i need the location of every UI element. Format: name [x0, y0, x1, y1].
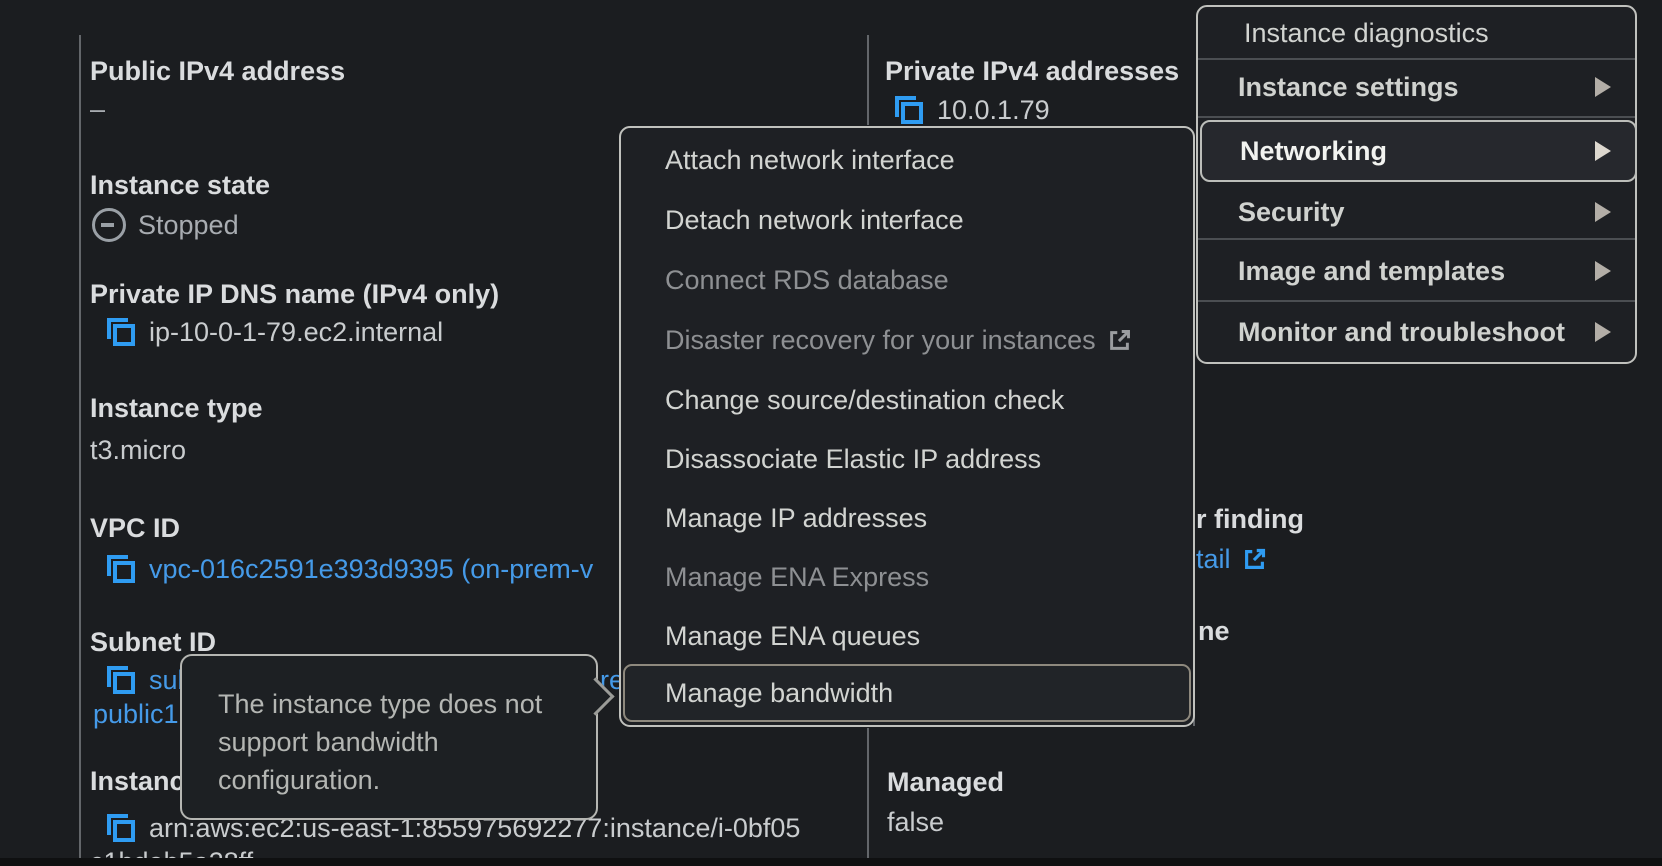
subnet-id-link-fragment-wrap[interactable]: public1 [93, 699, 179, 729]
copy-icon[interactable] [893, 94, 925, 126]
submenu-item-label: Manage bandwidth [665, 677, 894, 708]
submenu-item-label: Change source/destination check [665, 385, 1065, 415]
menu-item-label: Instance settings [1238, 71, 1459, 102]
submenu-item-label: Manage IP addresses [665, 503, 928, 533]
private-dns-value: ip-10-0-1-79.ec2.internal [149, 317, 444, 347]
detail-link-fragment[interactable]: tail [1196, 544, 1231, 574]
tooltip-line: configuration. [218, 765, 381, 795]
vpc-id-link[interactable]: vpc-016c2591e393d9395 (on-prem-v [149, 554, 594, 584]
instance-type-value: t3.micro [90, 435, 187, 465]
submenu-arrow-icon [1595, 322, 1611, 342]
submenu-arrow-icon [1595, 141, 1611, 161]
submenu-arrow-icon [1595, 77, 1611, 97]
instance-state-label: Instance state [90, 170, 271, 200]
subnet-id-label: Subnet ID [90, 627, 216, 657]
submenu-item-label: Disaster recovery for your instances [665, 325, 1096, 355]
stopped-circle-icon [92, 208, 126, 242]
menu-separator [1198, 116, 1635, 118]
bandwidth-tooltip: The instance type does not support bandw… [180, 654, 615, 820]
managed-value: false [887, 807, 945, 837]
submenu-item-connect-rds-database: Connect RDS database [665, 263, 1173, 297]
menu-item-monitor-and-troubleshoot[interactable]: Monitor and troubleshoot [1198, 308, 1635, 356]
submenu-item-attach-network-interface[interactable]: Attach network interface [665, 143, 1173, 177]
public-ipv4-value: – [90, 94, 106, 124]
detail-link-row: tail [1196, 543, 1268, 575]
submenu-item-label: Detach network interface [665, 205, 964, 235]
column-divider-mid-lower [867, 728, 869, 866]
submenu-item-change-source-dest-check[interactable]: Change source/destination check [665, 383, 1173, 417]
menu-item-label: Image and templates [1238, 255, 1506, 286]
external-link-icon [1244, 548, 1265, 569]
submenu-item-manage-ena-queues[interactable]: Manage ENA queues [665, 619, 1173, 653]
submenu-item-manage-ip-addresses[interactable]: Manage IP addresses [665, 501, 1173, 535]
menu-item-security[interactable]: Security [1198, 188, 1635, 236]
menu-item-label: Instance diagnostics [1244, 17, 1489, 48]
bottom-edge [0, 858, 1662, 866]
menu-item-networking[interactable]: Networking [1200, 120, 1637, 182]
submenu-item-label: Manage ENA Express [665, 562, 930, 592]
private-ipv4-addresses-value-row: 10.0.1.79 [893, 94, 1050, 126]
vpc-id-value-row: vpc-016c2591e393d9395 (on-prem-v [105, 553, 593, 585]
copy-icon[interactable] [105, 664, 137, 696]
submenu-item-disaster-recovery: Disaster recovery for your instances [665, 323, 1173, 357]
networking-submenu: Attach network interface Detach network … [619, 126, 1195, 727]
managed-label: Managed [887, 767, 1005, 797]
tooltip-line: The instance type does not [218, 689, 543, 719]
private-dns-label: Private IP DNS name (IPv4 only) [90, 279, 500, 309]
copy-icon[interactable] [105, 316, 137, 348]
submenu-item-label: Connect RDS database [665, 265, 949, 295]
submenu-item-label: Manage ENA queues [665, 621, 921, 651]
vpc-id-label: VPC ID [90, 513, 181, 543]
public-ipv4-label: Public IPv4 address [90, 56, 346, 86]
instance-actions-menu: Instance diagnostics Instance settings N… [1196, 5, 1637, 364]
copy-icon[interactable] [105, 553, 137, 585]
column-divider-left [79, 35, 81, 866]
submenu-item-manage-ena-express: Manage ENA Express [665, 560, 1173, 594]
submenu-item-label: Attach network interface [665, 145, 955, 175]
menu-separator [1198, 300, 1635, 302]
private-ipv4-addresses-value: 10.0.1.79 [937, 95, 1050, 125]
menu-item-label: Monitor and troubleshoot [1238, 316, 1565, 347]
copy-icon[interactable] [105, 812, 137, 844]
column-divider-mid-upper [867, 35, 869, 125]
name-label-fragment: ne [1198, 616, 1230, 646]
submenu-arrow-icon [1595, 261, 1611, 281]
menu-item-label: Networking [1240, 135, 1388, 166]
instance-state-value: Stopped [138, 210, 239, 240]
tooltip-line: support bandwidth [218, 727, 439, 757]
menu-item-image-and-templates[interactable]: Image and templates [1198, 247, 1635, 295]
submenu-item-detach-network-interface[interactable]: Detach network interface [665, 203, 1173, 237]
menu-separator [1198, 58, 1635, 60]
finding-label-fragment: r finding [1196, 504, 1304, 534]
instance-type-label: Instance type [90, 393, 263, 423]
submenu-item-manage-bandwidth[interactable]: Manage bandwidth [623, 664, 1191, 722]
private-dns-value-row: ip-10-0-1-79.ec2.internal [105, 316, 443, 348]
submenu-item-disassociate-elastic-ip[interactable]: Disassociate Elastic IP address [665, 442, 1173, 476]
menu-separator [1198, 238, 1635, 240]
menu-item-instance-diagnostics[interactable]: Instance diagnostics [1198, 9, 1635, 57]
instance-state-value-row: Stopped [92, 208, 239, 242]
menu-item-label: Security [1238, 196, 1345, 227]
private-ipv4-addresses-label: Private IPv4 addresses [885, 56, 1180, 86]
external-link-icon [1109, 329, 1130, 350]
menu-item-instance-settings[interactable]: Instance settings [1198, 63, 1635, 111]
submenu-arrow-icon [1595, 202, 1611, 222]
submenu-item-label: Disassociate Elastic IP address [665, 444, 1042, 474]
